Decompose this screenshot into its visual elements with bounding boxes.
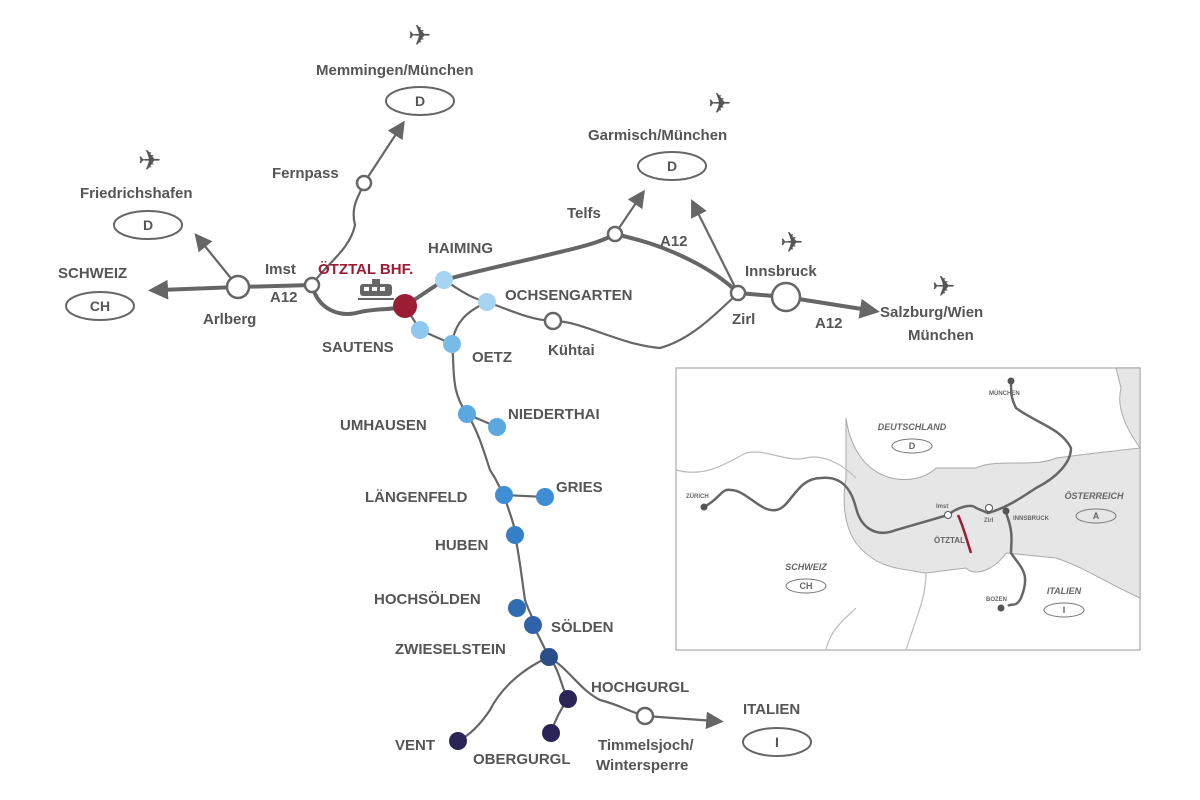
- inset-code-ch: CH: [800, 581, 813, 591]
- label-soelden: SÖLDEN: [551, 619, 614, 636]
- label-hochgurgl: HOCHGURGL: [591, 679, 689, 696]
- label-timmelsjoch: Timmelsjoch/: [598, 737, 694, 754]
- airplane-icon: ✈: [780, 227, 803, 258]
- label-fernpass: Fernpass: [272, 165, 339, 182]
- road-junctions: [225, 174, 802, 726]
- label-zirl: Zirl: [732, 311, 755, 328]
- stop-zwieselstein[interactable]: [540, 648, 558, 666]
- label-niederthai: NIEDERTHAI: [508, 406, 600, 423]
- airplane-icon: ✈: [932, 271, 955, 302]
- inset-code-i: I: [1063, 605, 1066, 615]
- stop-gries[interactable]: [536, 488, 554, 506]
- label-obergurgl: OBERGURGL: [473, 751, 571, 768]
- label-umhausen: UMHAUSEN: [340, 417, 427, 434]
- inset-code-d: D: [909, 441, 916, 451]
- stop-hochsoelden[interactable]: [508, 599, 526, 617]
- label-haiming: HAIMING: [428, 240, 493, 257]
- country-code-i: I: [775, 734, 779, 750]
- inset-city-zuerich: ZÜRICH: [686, 493, 709, 500]
- stop-oetz[interactable]: [443, 335, 461, 353]
- label-hochsoelden: HOCHSÖLDEN: [374, 591, 481, 608]
- inset-city-muenchen: MÜNCHEN: [989, 390, 1020, 397]
- inset-city-bozen: BOZEN: [986, 597, 1007, 603]
- stop-sautens[interactable]: [411, 321, 429, 339]
- valley-stops: [393, 271, 577, 750]
- label-huben: HUBEN: [435, 537, 488, 554]
- stop-umhausen[interactable]: [458, 405, 476, 423]
- station-label: ÖTZTAL BHF.: [318, 261, 413, 278]
- dest-friedrichshafen: Friedrichshafen: [80, 185, 193, 202]
- airplane-icon: ✈: [408, 20, 431, 51]
- label-sautens: SAUTENS: [322, 339, 394, 356]
- inset-country-schweiz: SCHWEIZ: [785, 562, 827, 572]
- dest-schweiz: SCHWEIZ: [58, 265, 127, 282]
- inset-city-zirl: Zirl: [984, 518, 994, 524]
- stop-laengenfeld[interactable]: [495, 486, 513, 504]
- inset-city-imst: Imst: [936, 504, 948, 510]
- country-code-d: D: [143, 217, 153, 233]
- label-imst: Imst: [265, 261, 296, 278]
- label-vent: VENT: [395, 737, 435, 754]
- label-laengenfeld: LÄNGENFELD: [365, 489, 468, 506]
- dest-memmingen: Memmingen/München: [316, 62, 474, 79]
- label-telfs: Telfs: [567, 205, 601, 222]
- dest-italien: ITALIEN: [743, 701, 800, 718]
- inset-country-italien: ITALIEN: [1047, 586, 1082, 596]
- dest-garmisch: Garmisch/München: [588, 127, 727, 144]
- inset-country-deutschland: DEUTSCHLAND: [878, 422, 947, 432]
- inset-label-oetztal: ÖTZTAL: [934, 536, 965, 545]
- airplane-icon: ✈: [138, 145, 161, 176]
- stop-niederthai[interactable]: [488, 418, 506, 436]
- airplane-icon: ✈: [708, 88, 731, 119]
- label-wintersperre: Wintersperre: [596, 757, 688, 774]
- stop-hochgurgl[interactable]: [559, 690, 577, 708]
- stop-vent[interactable]: [449, 732, 467, 750]
- label-kuehtai: Kühtai: [548, 342, 595, 359]
- country-code-d: D: [667, 158, 677, 174]
- overview-inset-map: MÜNCHEN ZÜRICH Imst Zirl INNSBRUCK BOZEN…: [675, 367, 1141, 651]
- label-arlberg: Arlberg: [203, 311, 256, 328]
- stop-ochsengarten[interactable]: [478, 293, 496, 311]
- country-code-ch: CH: [90, 298, 110, 314]
- inset-code-a: A: [1093, 511, 1100, 521]
- label-gries: GRIES: [556, 479, 603, 496]
- inset-country-oesterreich: ÖSTERREICH: [1064, 491, 1124, 501]
- label-a12-east: A12: [815, 315, 843, 332]
- train-icon: [358, 279, 394, 300]
- dest-muenchen: München: [908, 327, 974, 344]
- stop-haiming[interactable]: [435, 271, 453, 289]
- stop-soelden[interactable]: [524, 616, 542, 634]
- label-zwieselstein: ZWIESELSTEIN: [395, 641, 506, 658]
- label-innsbruck: Innsbruck: [745, 263, 817, 280]
- label-a12-mid: A12: [660, 233, 688, 250]
- dest-salzburg: Salzburg/Wien: [880, 304, 983, 321]
- country-code-d: D: [415, 93, 425, 109]
- stop-obergurgl[interactable]: [542, 724, 560, 742]
- label-oetz: OETZ: [472, 349, 512, 366]
- stop-oetztal-bhf[interactable]: [393, 294, 417, 318]
- inset-city-innsbruck: INNSBRUCK: [1013, 516, 1050, 522]
- label-ochsengarten: OCHSENGARTEN: [505, 287, 633, 304]
- stop-huben[interactable]: [506, 526, 524, 544]
- label-a12-west: A12: [270, 289, 298, 306]
